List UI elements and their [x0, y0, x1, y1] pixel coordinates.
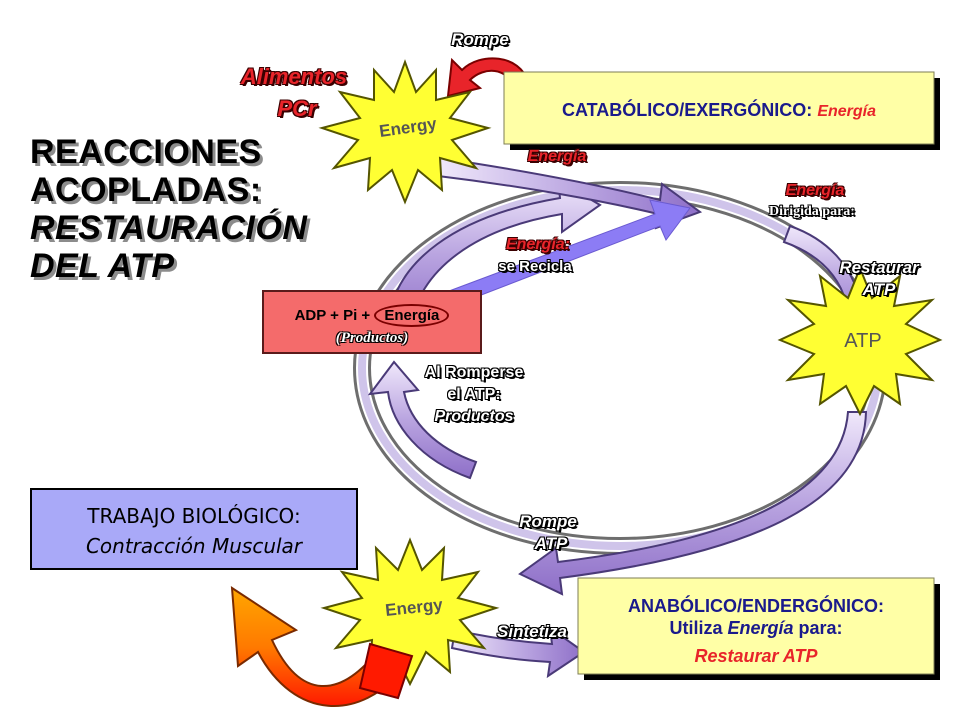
energia-arrow-label: Energía: [527, 148, 587, 165]
adp-line-2: (Productos): [335, 330, 409, 346]
adp-energy: Energía: [374, 304, 450, 327]
atp-rompe-label: ATP: [534, 534, 568, 553]
alimentos-label: Alimentos: [240, 64, 348, 89]
work-orange-arrow: [230, 586, 406, 707]
atp-star-right-text: ATP: [844, 330, 882, 352]
work-red-base: [358, 642, 414, 700]
atp-restaurar-label: ATP: [862, 280, 896, 299]
cycle-arrow-lower-left: [367, 360, 478, 480]
rompe-red-arrow: [446, 57, 530, 98]
anabolic-line-3: Restaurar ATP: [694, 646, 818, 666]
restaurar-label: Restaurar: [839, 258, 919, 277]
catabolic-box-text: CATABÓLICO/EXERGÓNICO: Energía: [504, 100, 934, 121]
anabolic-para: para:: [798, 618, 843, 638]
title-line-1: REACCIONES: [30, 133, 262, 171]
energia-recicla-label: Energía:: [505, 236, 570, 253]
adp-prefix: ADP + Pi +: [294, 307, 371, 324]
rompe-bottom-label: Rompe: [519, 512, 577, 531]
se-recicla-label: se Recicla: [498, 258, 572, 275]
adp-line-1: ADP + Pi + Energía: [264, 304, 480, 327]
dirigida-para-label: Dirigida para:: [769, 204, 855, 219]
energy-star-top: [318, 59, 492, 205]
anabolic-box-shape: [577, 577, 940, 680]
catabolic-prefix: CATABÓLICO/EXERGÓNICO:: [561, 100, 813, 120]
work-box: TRABAJO BIOLÓGICO: Contracción Muscular: [30, 488, 358, 570]
title-line-3: RESTAURACIÓN: [30, 209, 308, 247]
el-atp-label: el ATP:: [447, 386, 501, 403]
rompe-top-label: Rompe: [451, 30, 509, 49]
atp-star-right: [777, 265, 943, 417]
page-title: REACCIONES ACOPLADAS: RESTAURACIÓN DEL A…: [30, 133, 360, 285]
anabolic-line-1: ANABÓLICO/ENDERGÓNICO:: [628, 596, 884, 616]
energy-star-bottom: [320, 537, 500, 687]
anabolic-energia: Energía: [727, 618, 794, 638]
al-romperse-label: Al Romperse: [424, 364, 524, 381]
work-line-2: Contracción Muscular: [85, 534, 303, 558]
catabolic-box-shape: [503, 71, 940, 150]
pcr-label: PCr: [277, 96, 317, 121]
adp-box: ADP + Pi + Energía (Productos): [262, 290, 482, 354]
anabolic-utiliza: Utiliza: [669, 618, 723, 638]
catabolic-energy: Energía: [817, 103, 877, 120]
rompe-arrow-bottom: [518, 411, 868, 596]
title-line-4: DEL ATP: [30, 247, 175, 285]
work-line-1: TRABAJO BIOLÓGICO:: [87, 504, 301, 528]
title-line-2: ACOPLADAS:: [30, 171, 262, 209]
anabolic-line-2: Utiliza Energía para:: [578, 618, 934, 639]
productos-label: Productos: [434, 408, 514, 425]
sintetiza-label: Sintetiza: [497, 622, 567, 641]
energia-dirigida-label: Energía: [785, 182, 845, 199]
sintetiza-arrow: [450, 625, 586, 679]
